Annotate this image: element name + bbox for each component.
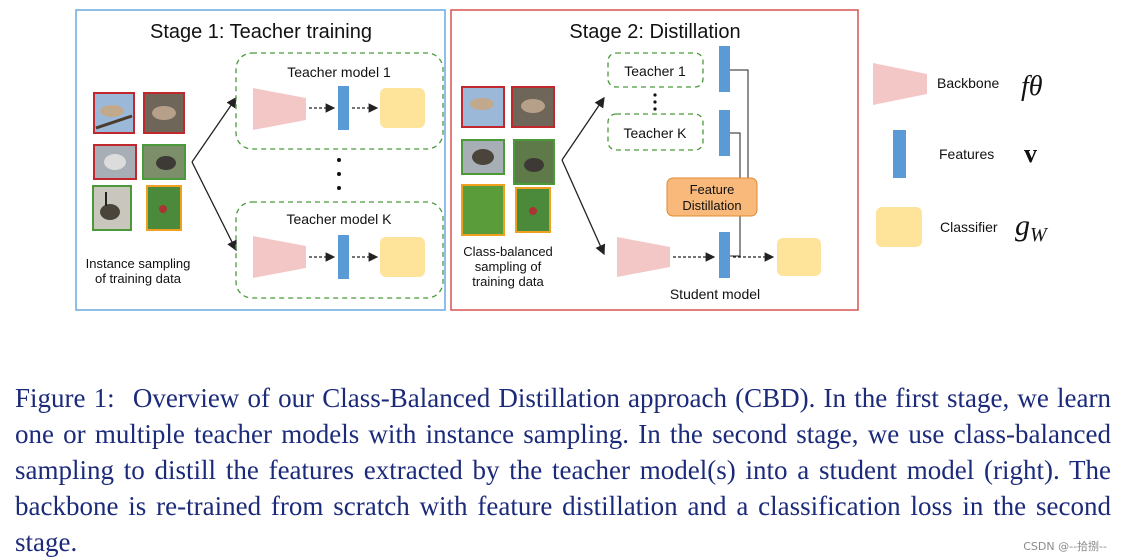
training-image-thumbnails — [461, 86, 555, 236]
feature-distillation-label: Distillation — [682, 198, 741, 213]
legend-features-label: Features — [939, 146, 994, 162]
distill-connector — [730, 69, 749, 178]
feature-distillation-box — [666, 177, 758, 217]
bird-thumbnail — [461, 86, 505, 128]
distill-connector — [730, 132, 741, 178]
cbd-overview-diagram: Stage 1: Teacher training — [75, 9, 1049, 311]
legend-backbone-label: Backbone — [937, 75, 999, 91]
legend-backbone-symbol: fθ — [1021, 71, 1043, 102]
stage2-sampling-label: training data — [472, 274, 544, 289]
goose-thumbnail — [513, 139, 555, 185]
ellipsis-dot — [337, 172, 341, 176]
stage2-sampling-label: sampling of — [475, 259, 542, 274]
teacher-model-1-label: Teacher model 1 — [287, 64, 391, 80]
features-icon — [719, 232, 730, 278]
stage2-title: Stage 2: Distillation — [569, 21, 740, 43]
insect-leaf-thumbnail — [515, 187, 551, 233]
training-image-thumbnails — [92, 92, 186, 231]
classifier-icon — [876, 207, 922, 247]
arrow — [191, 96, 237, 163]
teacher-model-k-label: Teacher model K — [286, 211, 392, 227]
classifier-icon — [380, 88, 425, 128]
stage2-sampling-label: Class-balanced — [463, 244, 553, 259]
backbone-icon — [873, 63, 927, 105]
features-icon — [719, 110, 730, 156]
teacher-k-box — [607, 113, 704, 151]
ellipsis-dot — [653, 93, 657, 97]
teacher-1-box — [607, 52, 704, 88]
bird-thumbnail — [93, 92, 135, 134]
legend-features-symbol: v — [1024, 139, 1037, 168]
stage1-title: Stage 1: Teacher training — [150, 21, 372, 43]
ellipsis-dot — [653, 107, 657, 111]
figure-caption: Figure 1: Overview of our Class-Balanced… — [15, 380, 1111, 560]
features-icon — [719, 46, 730, 92]
bird-thumbnail — [143, 92, 185, 134]
teacher-1-label: Teacher 1 — [624, 63, 686, 79]
stage1-sampling-label: Instance sampling — [86, 256, 191, 271]
ellipsis-dot — [337, 158, 341, 162]
backbone-icon — [617, 237, 670, 277]
backbone-icon — [253, 236, 306, 278]
arrow — [191, 161, 237, 252]
legend-classifier-label: Classifier — [940, 219, 998, 235]
classifier-icon — [380, 237, 425, 277]
stage1-panel — [75, 9, 446, 311]
ellipsis-dot — [337, 186, 341, 190]
ellipsis-dot — [653, 100, 657, 104]
watermark: CSDN @--拾捌-- — [1023, 540, 1107, 553]
legend-classifier-symbol: gW — [1015, 209, 1049, 246]
student-model-label: Student model — [670, 286, 760, 302]
distill-connector — [730, 216, 741, 257]
features-icon — [893, 130, 906, 178]
goose-thumbnail — [142, 144, 186, 180]
bird-thumbnail — [511, 86, 555, 128]
backbone-icon — [253, 88, 306, 130]
arrow — [561, 96, 605, 161]
insect-leaf-thumbnail — [146, 185, 182, 231]
stage2-panel — [450, 9, 859, 311]
arrow — [561, 159, 606, 256]
features-icon — [338, 235, 349, 279]
feature-distillation-label: Feature — [690, 182, 735, 197]
goose-thumbnail — [92, 185, 132, 231]
stage1-sampling-label: of training data — [95, 271, 182, 286]
caption-text: Overview of our Class-Balanced Distillat… — [15, 383, 1112, 557]
legend: Backbone fθ Features v Classifier gW — [873, 63, 1049, 247]
teacher-k-label: Teacher K — [623, 125, 687, 141]
features-icon — [338, 86, 349, 130]
leaf-thumbnail — [461, 184, 505, 236]
classifier-icon — [777, 238, 821, 276]
figure-label: Figure 1: — [15, 383, 115, 413]
bird-thumbnail — [461, 139, 505, 175]
bird-thumbnail — [93, 144, 137, 180]
